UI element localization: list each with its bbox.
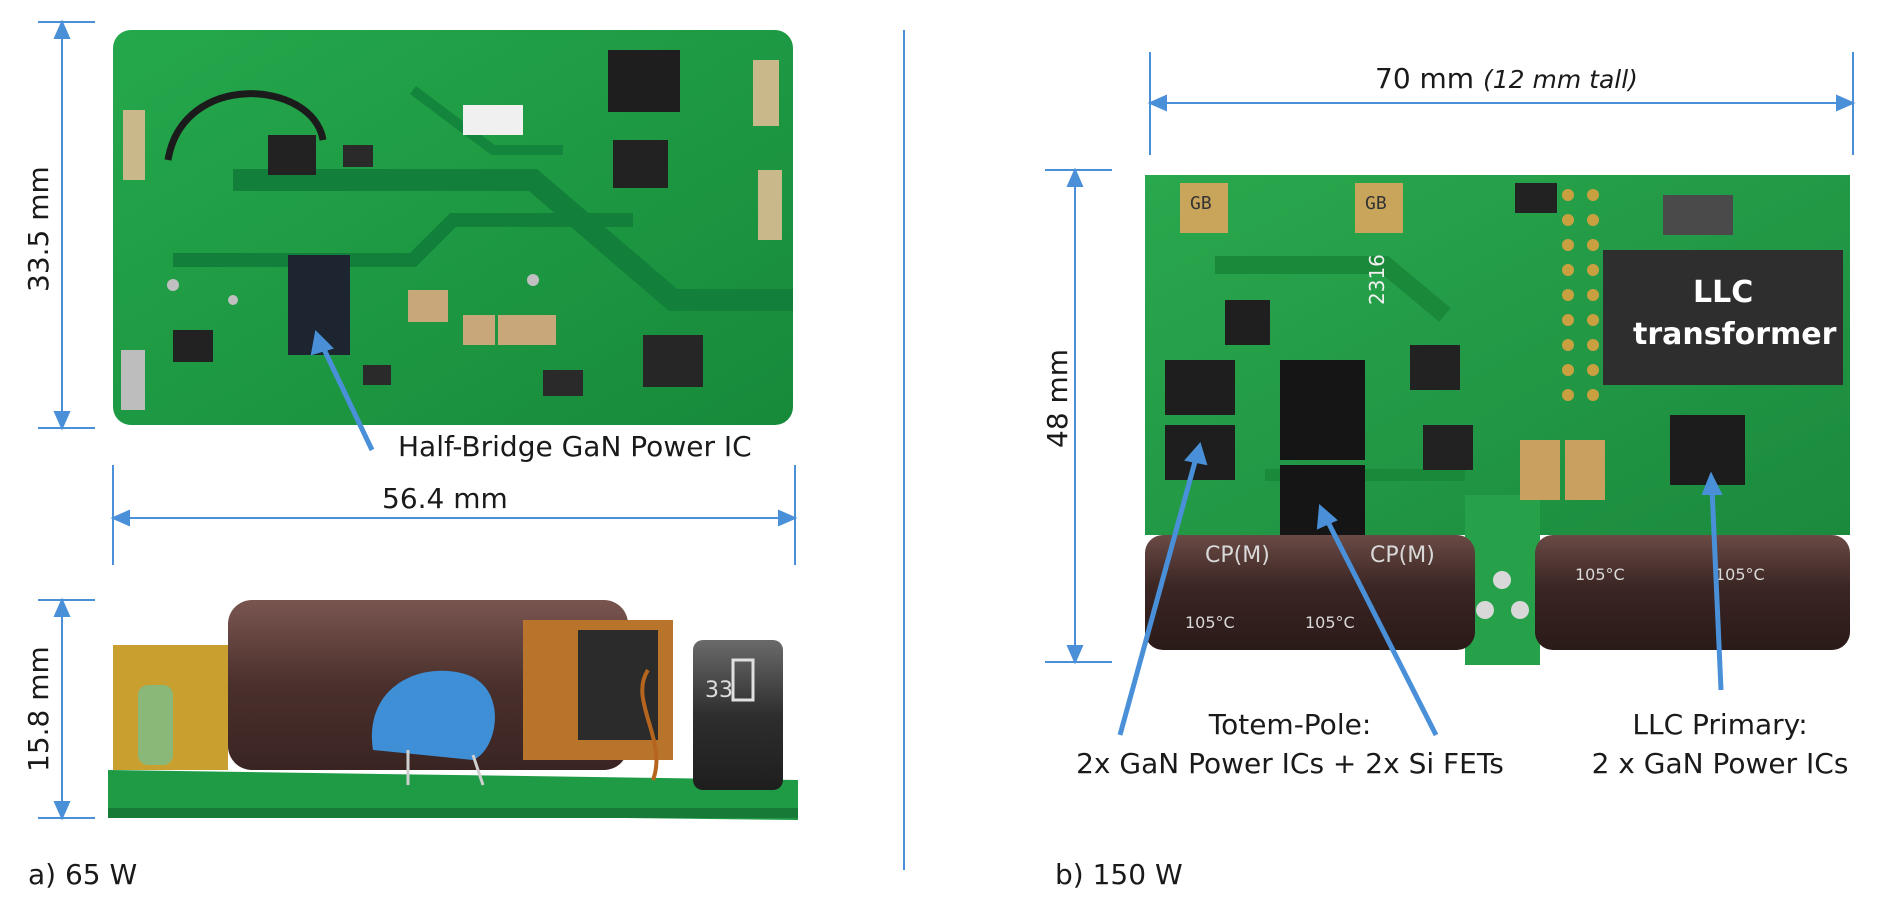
- dimension-height-b: 48 mm: [1041, 348, 1074, 448]
- dimension-width-b: 70 mm (12 mm tall): [1375, 62, 1638, 95]
- capacitor-marking-left: CP(M): [1205, 543, 1270, 568]
- pcb-65w-top-photo: [113, 30, 793, 425]
- panel-b-caption: b) 150 W: [1055, 858, 1183, 891]
- llc-primary-callout-line1: LLC Primary:: [1632, 708, 1808, 741]
- inductor-marking-right: GB: [1365, 193, 1387, 214]
- inductor-marking-left: GB: [1190, 193, 1212, 214]
- transformer-label-line2: transformer: [1633, 317, 1837, 352]
- totem-pole-callout-line2: 2x GaN Power ICs + 2x Si FETs: [1076, 747, 1504, 780]
- panel-a-caption: a) 65 W: [28, 858, 138, 891]
- half-bridge-callout: Half-Bridge GaN Power IC: [398, 430, 752, 463]
- capacitor-marking-left-2: CP(M): [1370, 543, 1435, 568]
- capacitor-marking: 33: [705, 678, 733, 703]
- totem-pole-callout: Totem-Pole: 2x GaN Power ICs + 2x Si FET…: [1040, 708, 1540, 780]
- pcb-150w-photo: GB GB 2316 LLC transformer CP(M) CP(M) 1…: [1145, 175, 1850, 665]
- capacitor-rating-left: 105°C: [1185, 613, 1235, 632]
- dimension-lines-panel-a: [38, 19, 798, 821]
- llc-primary-callout: LLC Primary: 2 x GaN Power ICs: [1570, 708, 1870, 780]
- capacitor-rating-right: 105°C: [1575, 565, 1625, 584]
- llc-primary-callout-line2: 2 x GaN Power ICs: [1591, 747, 1849, 780]
- transformer-label-line1: LLC: [1693, 275, 1754, 310]
- dimension-width: 56.4 mm: [382, 482, 508, 515]
- panel-divider: [903, 30, 905, 870]
- capacitor-rating-right-2: 105°C: [1715, 565, 1765, 584]
- capacitor-rating-left-2: 105°C: [1305, 613, 1355, 632]
- pcb-65w-side-photo: 33: [108, 590, 798, 830]
- dimension-width-note: (12 mm tall): [1483, 65, 1638, 94]
- totem-pole-callout-line1: Totem-Pole:: [1208, 708, 1372, 741]
- dimension-width-value: 70 mm: [1375, 62, 1475, 95]
